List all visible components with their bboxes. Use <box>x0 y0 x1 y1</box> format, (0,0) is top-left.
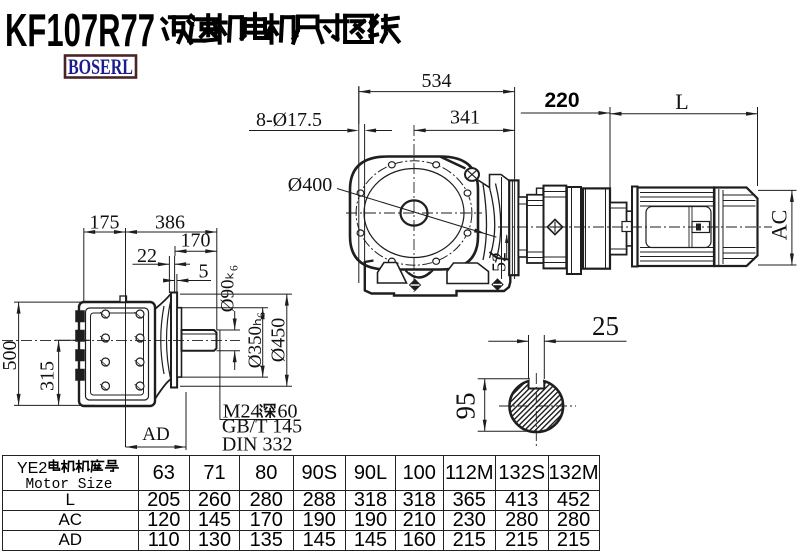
svg-text:500: 500 <box>0 341 21 371</box>
svg-text:220: 220 <box>544 89 579 112</box>
svg-text:KF107R77: KF107R77 <box>5 4 155 56</box>
svg-text:170: 170 <box>181 230 211 252</box>
svg-text:M24: M24 <box>223 401 261 423</box>
svg-text:175: 175 <box>90 212 120 234</box>
svg-text:22: 22 <box>137 245 157 267</box>
svg-text:L: L <box>675 89 688 114</box>
svg-text:52: 52 <box>489 252 511 272</box>
svg-text:Ø350ₕ₆: Ø350ₕ₆ <box>245 312 266 369</box>
svg-text:534: 534 <box>422 70 452 92</box>
svg-text:DIN 332: DIN 332 <box>222 434 293 456</box>
svg-text:5: 5 <box>199 261 209 283</box>
svg-text:Ø450: Ø450 <box>268 318 290 362</box>
svg-text:GB/T 145: GB/T 145 <box>222 415 302 437</box>
svg-text:BOSERL: BOSERL <box>68 54 133 79</box>
svg-text:25: 25 <box>592 311 619 341</box>
svg-text:341: 341 <box>450 107 480 129</box>
svg-text:60: 60 <box>278 401 298 423</box>
svg-text:8-Ø17.5: 8-Ø17.5 <box>256 109 322 131</box>
svg-text:386: 386 <box>155 212 185 234</box>
svg-text:AC: AC <box>767 210 792 241</box>
svg-text:Ø400: Ø400 <box>288 174 332 196</box>
svg-text:AD: AD <box>142 424 169 445</box>
svg-text:95: 95 <box>451 393 481 420</box>
svg-text:315: 315 <box>37 361 59 391</box>
svg-text:Ø90ₖ₆: Ø90ₖ₆ <box>218 265 239 312</box>
